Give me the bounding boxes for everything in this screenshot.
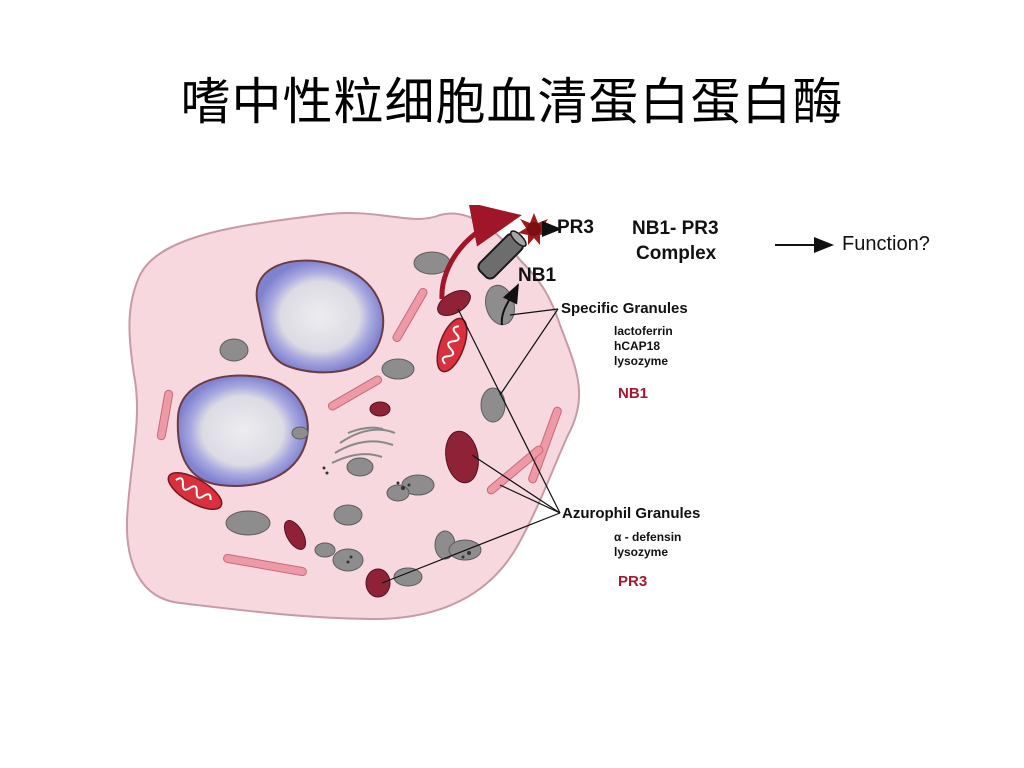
azurophil-item-lysozyme: lysozyme (614, 545, 669, 559)
nucleus-lower (176, 374, 309, 487)
golgi-apparatus (331, 426, 396, 464)
slide-title: 嗜中性粒细胞血清蛋白蛋白酶 (180, 73, 844, 131)
azurophil-marker-pr3: PR3 (618, 573, 648, 590)
nb1-transport-arrow (500, 283, 519, 326)
nucleus-upper (255, 259, 385, 374)
nb1-label-top: NB1 (518, 265, 557, 286)
specific-item-hcap18: hCAP18 (614, 339, 661, 353)
granule-dots (322, 466, 471, 564)
neutrophil-diagram: PR3 NB1 NB1- PR3 Complex Function? Speci… (120, 205, 980, 625)
endoplasmic-rods (156, 287, 562, 577)
pr3-star-icon (518, 213, 550, 245)
azurophil-granules-heading: Azurophil Granules (562, 505, 701, 522)
azurophil-item-defensin: α - defensin (614, 530, 682, 544)
specific-granules-heading: Specific Granules (561, 300, 688, 317)
complex-label-line2: Complex (636, 243, 717, 264)
neutrophil-illustration (126, 205, 834, 621)
specific-leader-lines (499, 308, 559, 396)
specific-item-lactoferrin: lactoferrin (614, 324, 673, 338)
function-label: Function? (842, 233, 930, 255)
mitochondria (167, 317, 468, 510)
complex-label-line1: NB1- PR3 (632, 218, 719, 239)
specific-marker-nb1: NB1 (618, 385, 649, 402)
specific-item-lysozyme: lysozyme (614, 354, 669, 368)
red-transport-arrow (439, 205, 522, 300)
pr3-label-top: PR3 (557, 217, 594, 238)
azurophil-leader-lines (381, 308, 561, 584)
